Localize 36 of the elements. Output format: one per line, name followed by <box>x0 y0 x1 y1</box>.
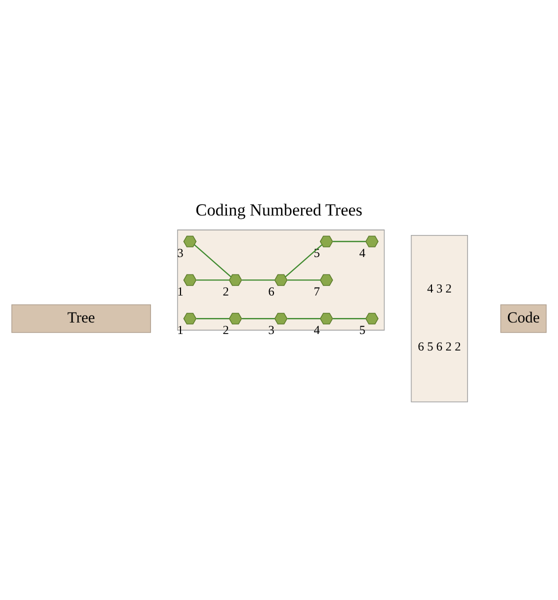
connector <box>287 278 320 280</box>
node-label: 2 <box>222 322 229 336</box>
node-hexagon <box>365 312 379 324</box>
node-label: 7 <box>314 284 320 298</box>
node-hexagon <box>320 312 334 324</box>
connector <box>242 278 275 280</box>
node-label: 4 <box>359 245 366 260</box>
connector <box>196 278 230 280</box>
node-label: 1 <box>177 284 184 298</box>
node-hexagon <box>183 274 197 286</box>
node-hexagon <box>228 312 242 324</box>
node-box: 4 3 2 6 5 6 2 2 <box>410 234 468 402</box>
node-label: 4 <box>314 322 320 336</box>
node-hexagon <box>320 274 334 286</box>
node-label: 3 <box>177 245 184 260</box>
node-hexagon <box>274 312 288 324</box>
node-hexagon <box>365 235 379 247</box>
node-label: 5 <box>359 322 366 336</box>
node-label: 6 <box>268 284 274 298</box>
node-label: 2 <box>222 284 229 298</box>
node-hexagon <box>274 274 288 286</box>
connector <box>285 244 322 277</box>
node-hexagon <box>183 312 197 324</box>
node-hexagon <box>320 235 334 247</box>
node-label: 1 <box>177 322 184 336</box>
connector <box>196 318 230 319</box>
connector <box>242 318 275 319</box>
connector <box>332 318 366 319</box>
node-box: Code <box>500 304 547 332</box>
connector <box>287 318 320 319</box>
connector <box>332 240 366 242</box>
node-hexagon <box>228 274 242 286</box>
node-label: 3 <box>268 322 274 336</box>
diagram-title: Coding Numbered Trees <box>196 200 362 220</box>
node-hexagon <box>183 235 197 247</box>
node-box: Tree <box>11 304 151 332</box>
